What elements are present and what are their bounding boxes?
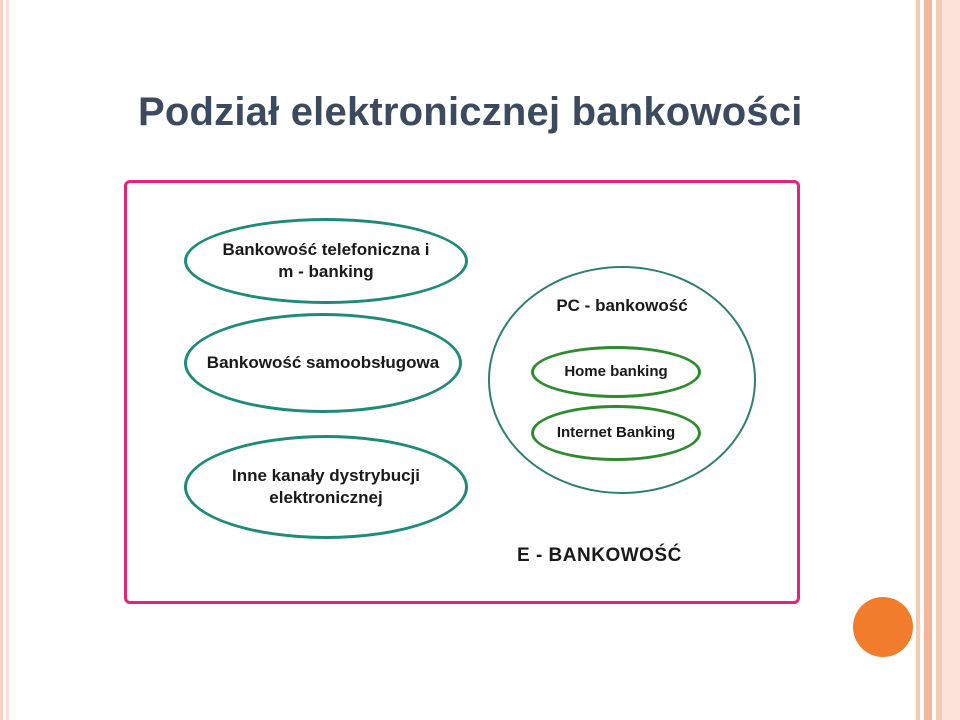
node-home-banking: Home banking: [531, 346, 701, 398]
node-phone-line2: m - banking: [278, 262, 374, 281]
left-border-decoration: [0, 0, 12, 720]
internet-banking-label: Internet Banking: [556, 424, 676, 442]
node-phone-line1: Bankowość telefoniczna i: [222, 239, 430, 259]
slide-title: Podział elektronicznej bankowości: [138, 90, 803, 134]
node-phone-banking: Bankowość telefoniczna i m - banking: [184, 218, 468, 304]
node-self-line1: Bankowość samoobsługowa: [206, 352, 440, 372]
pc-banking-circle: [488, 266, 756, 494]
e-banking-label: E - BANKOWOŚĆ: [517, 545, 682, 566]
pc-banking-label: PC - bankowość: [556, 296, 688, 315]
node-other-line1: Inne kanały dystrybucji: [231, 465, 420, 485]
node-other-channels: Inne kanały dystrybucji elektronicznej: [184, 435, 468, 539]
e-banking-frame: Bankowość telefoniczna i m - banking Ban…: [124, 180, 800, 604]
node-other-line2: elektronicznej: [269, 488, 383, 507]
node-self-service: Bankowość samoobsługowa: [184, 313, 462, 413]
home-banking-label: Home banking: [564, 363, 668, 381]
orange-circle-decoration: [853, 597, 913, 657]
node-internet-banking: Internet Banking: [531, 405, 701, 461]
right-stripes-decoration: [912, 0, 960, 720]
